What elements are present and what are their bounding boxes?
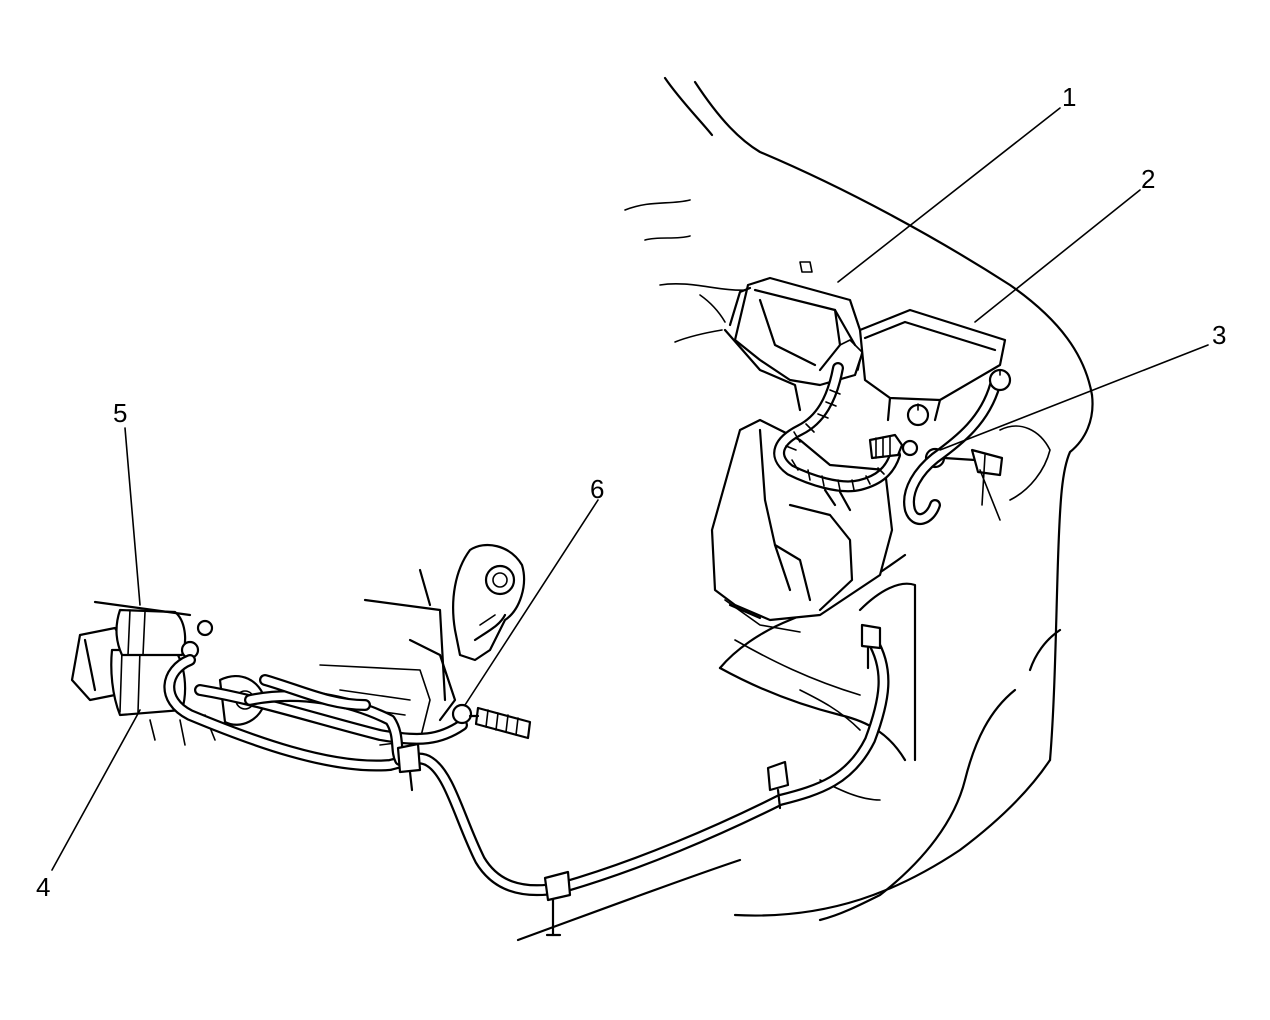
callouts: 1 2 3 4 5 6	[36, 82, 1226, 902]
battery-terminal	[868, 368, 1012, 525]
cable-clips	[396, 623, 882, 937]
leader-line-2	[974, 189, 1141, 323]
module-harness	[773, 362, 901, 512]
leader-lines	[51, 107, 1209, 871]
engine-bracket	[319, 543, 526, 746]
battery	[710, 308, 1007, 633]
callout-2: 2	[1141, 164, 1155, 194]
leader-line-5	[124, 427, 141, 606]
leader-line-3	[939, 344, 1209, 451]
starter-terminal-bolt	[451, 703, 532, 740]
starter-motor	[70, 600, 267, 746]
control-module	[723, 261, 867, 412]
callout-3: 3	[1212, 320, 1226, 350]
leader-line-4	[51, 709, 141, 871]
callout-6: 6	[590, 474, 604, 504]
callout-1: 1	[1062, 82, 1076, 112]
leader-line-1	[837, 107, 1061, 283]
leader-line-6	[464, 499, 599, 706]
callout-4: 4	[36, 872, 50, 902]
battery-cable-run	[163, 634, 890, 897]
callout-5: 5	[113, 398, 127, 428]
